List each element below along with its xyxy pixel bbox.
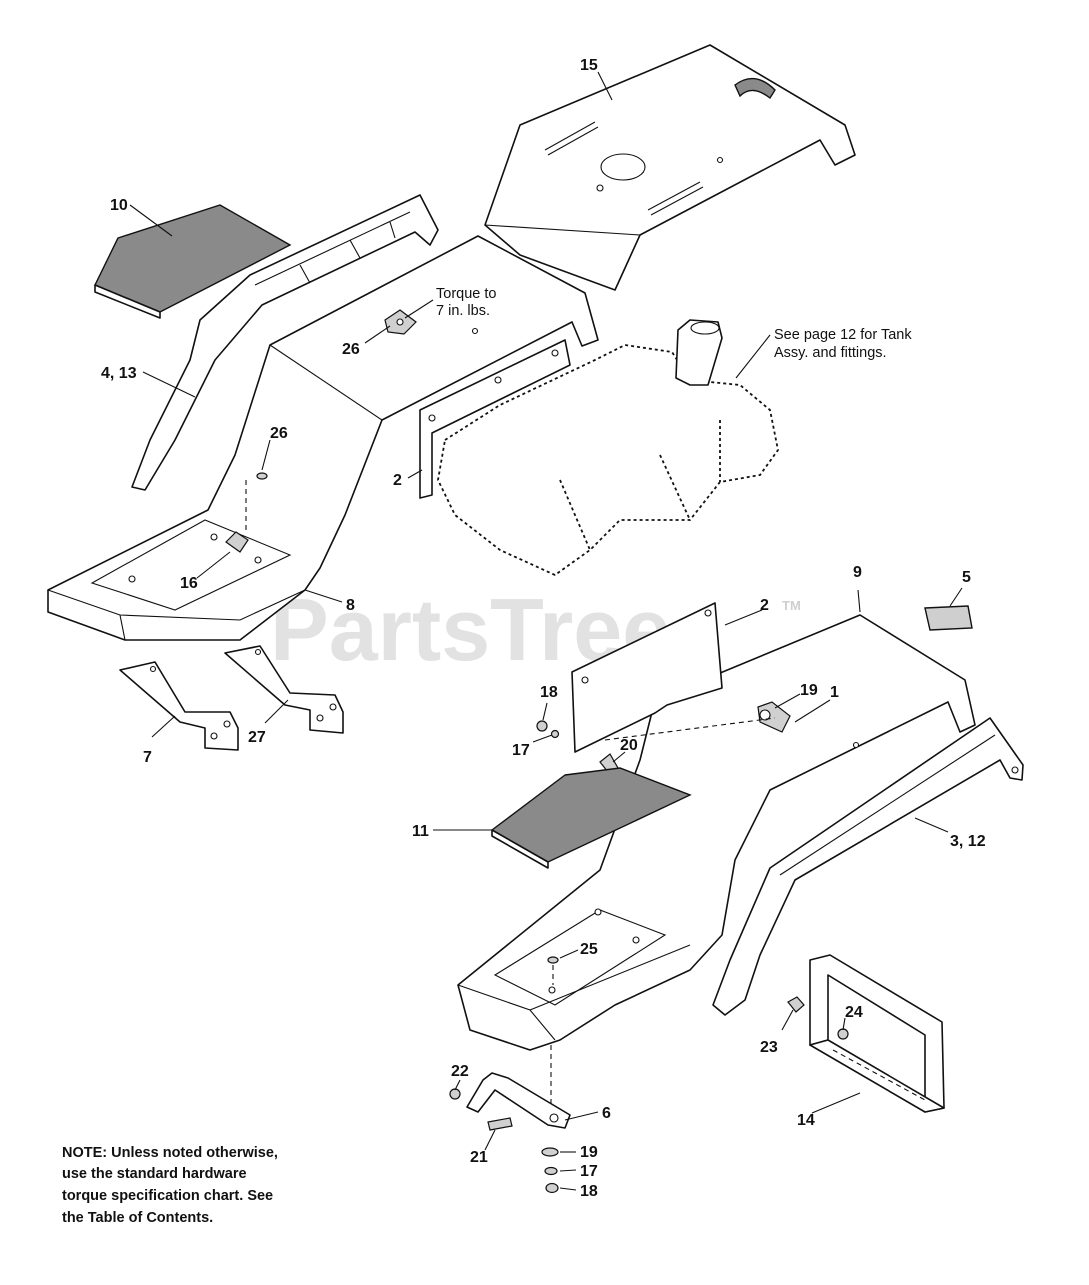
part-4-13-left-trim	[131, 194, 439, 491]
callout-19-lower: 19	[580, 1144, 598, 1161]
part-26-upper-fastener	[384, 309, 417, 335]
callout-27: 27	[248, 729, 266, 746]
callout-26-lower: 26	[270, 425, 288, 442]
callout-23: 23	[760, 1039, 778, 1056]
part-27-bracket	[224, 645, 344, 734]
callout-11: 11	[412, 823, 429, 840]
part-3-12-right-trim	[712, 717, 1024, 1016]
callout-8: 8	[346, 597, 355, 614]
footer-note-line-1: NOTE: Unless noted otherwise,	[62, 1145, 278, 1161]
callout-10: 10	[110, 197, 128, 214]
callout-2-lower: 2	[760, 597, 769, 614]
callout-25: 25	[580, 941, 598, 958]
footer-note: NOTE: Unless noted otherwise, use the st…	[62, 1145, 278, 1226]
part-14-rear-plate	[809, 954, 945, 1113]
callout-22: 22	[451, 1063, 469, 1080]
callout-4-13: 4, 13	[101, 365, 137, 382]
part-19-17-18-lower-stack	[541, 1147, 559, 1194]
part-21-22-hardware	[449, 1088, 513, 1131]
part-11-right-foot-mat	[490, 767, 692, 869]
fuel-tank-reference	[437, 319, 779, 577]
callout-18-upper: 18	[540, 684, 558, 701]
callout-3-12: 3, 12	[950, 833, 986, 850]
callout-17-lower: 17	[580, 1163, 598, 1180]
callout-18-lower: 18	[580, 1183, 598, 1200]
part-10-left-foot-mat	[94, 204, 292, 319]
tank-note-line-2: Assy. and fittings.	[774, 345, 887, 361]
callout-20: 20	[620, 737, 638, 754]
leader-lines	[129, 71, 963, 1191]
callout-9: 9	[853, 564, 862, 581]
footer-note-line-3: torque specification chart. See	[62, 1188, 273, 1204]
torque-note: Torque to 7 in. lbs.	[436, 286, 496, 319]
part-9-right-fender	[457, 614, 976, 1051]
callout-15: 15	[580, 57, 598, 74]
callout-17-upper: 17	[512, 742, 530, 759]
tank-note-line-1: See page 12 for Tank	[774, 327, 912, 343]
footer-note-line-4: the Table of Contents.	[62, 1210, 213, 1226]
footer-note-line-2: use the standard hardware	[62, 1166, 247, 1182]
part-26-lower-screw	[245, 472, 268, 530]
part-8-left-fender	[47, 235, 599, 641]
callout-6: 6	[602, 1105, 611, 1122]
part-15-hood-cover	[484, 44, 856, 291]
part-6-bracket	[466, 1072, 571, 1129]
callout-16: 16	[180, 575, 198, 592]
torque-note-line-1: Torque to	[436, 286, 496, 302]
callout-7: 7	[143, 749, 152, 766]
callout-1: 1	[830, 684, 839, 701]
part-16-knob	[225, 531, 249, 553]
part-7-bracket	[119, 661, 239, 751]
callout-2-upper: 2	[393, 472, 402, 489]
part-2-upper-shield	[419, 339, 571, 499]
callout-26-upper: 26	[342, 341, 360, 358]
part-5-decal	[924, 605, 973, 631]
tank-note: See page 12 for Tank Assy. and fittings.	[774, 327, 912, 361]
watermark-trademark: TM	[782, 598, 801, 613]
part-17-18-upper-nut	[536, 720, 560, 739]
callout-21: 21	[470, 1149, 488, 1166]
callouts: 15 10 4, 13 26 26 2 16 8 7 27 9 5 2 18 1…	[101, 57, 986, 1200]
torque-note-line-2: 7 in. lbs.	[436, 303, 490, 319]
part-2-lower-shield	[571, 602, 723, 753]
callout-5: 5	[962, 569, 971, 586]
assembly-line-1	[604, 717, 776, 741]
callout-24: 24	[845, 1004, 863, 1021]
part-25-screw	[547, 956, 559, 985]
callout-19-upper: 19	[800, 682, 818, 699]
callout-14: 14	[797, 1112, 815, 1129]
